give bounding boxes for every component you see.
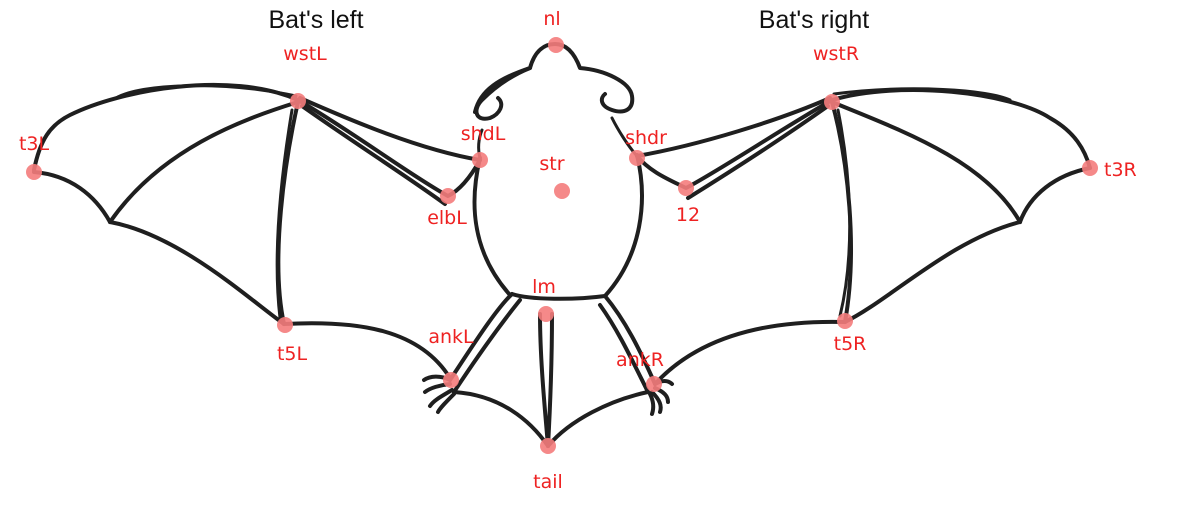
left-digit3: [32, 82, 300, 172]
marker-elbL: [440, 188, 456, 204]
landmark-t5R: t5R: [834, 313, 867, 355]
landmark-t3R: t3R: [1082, 159, 1137, 181]
torso-left-outline: [472, 156, 512, 297]
tail-membrane-left: [452, 390, 550, 448]
marker-shdL: [472, 152, 488, 168]
landmark-tail: tail: [533, 438, 563, 493]
tail-bone: [538, 312, 550, 448]
marker-tail: [540, 438, 556, 454]
marker-t5L: [277, 317, 293, 333]
label-str: str: [539, 153, 564, 175]
torso-right-outline: [603, 153, 644, 298]
head-outline: [473, 42, 635, 114]
right-leg-b: [598, 303, 650, 394]
right-digit3: [830, 88, 1092, 170]
marker-t5R: [837, 313, 853, 329]
right-membrane-tip: [1018, 166, 1092, 224]
bat-outline: [32, 42, 1092, 448]
landmark-wstL: wstL: [283, 43, 327, 109]
tail-bone-b: [546, 312, 554, 448]
landmark-t3L: t3L: [19, 133, 50, 180]
label-ankL: ankL: [428, 326, 474, 348]
right-forearm-bone: [635, 98, 834, 190]
marker-str: [554, 183, 570, 199]
label-lm: lm: [532, 276, 556, 298]
left-ear-outline: [474, 66, 532, 121]
marker-ankL: [443, 372, 459, 388]
label-tail: tail: [533, 471, 563, 493]
landmark-nl: nl: [543, 8, 564, 53]
landmark-shdr: shdr: [625, 127, 667, 166]
label-nl: nl: [543, 8, 560, 30]
label-t5L: t5L: [277, 343, 308, 365]
label-wstL: wstL: [283, 43, 327, 65]
marker-t3R: [1082, 160, 1098, 176]
landmark-lm: lm: [532, 276, 556, 322]
right-digit3-b: [832, 87, 1012, 102]
left-digit4: [108, 100, 300, 224]
left-membrane-tip: [32, 170, 112, 224]
label-t3R: t3R: [1104, 159, 1137, 181]
right-digit5-b: [836, 108, 852, 318]
left-forearm-bone: [296, 98, 482, 198]
marker-shdr: [629, 150, 645, 166]
landmark-str: str: [539, 153, 570, 199]
marker-lm: [538, 306, 554, 322]
landmark-ankL: ankL: [428, 326, 474, 388]
hip-line: [510, 292, 607, 301]
right-membrane-mid: [843, 220, 1022, 324]
right-digit4: [830, 100, 1022, 224]
label-elbR: 12: [676, 204, 700, 226]
landmark-elbR: 12: [676, 180, 700, 226]
right-forearm-bone-b: [686, 104, 830, 200]
left-leg: [448, 292, 514, 382]
landmark-ankR: ankR: [616, 349, 664, 392]
marker-wstL: [290, 93, 306, 109]
left-membrane-mid: [108, 220, 286, 326]
left-digit3-b: [114, 84, 298, 100]
label-shdL: shdL: [461, 123, 506, 145]
marker-ankR: [646, 376, 662, 392]
landmark-shdL: shdL: [461, 123, 506, 168]
left-forearm-bone-b: [300, 104, 447, 206]
label-t5R: t5R: [834, 333, 867, 355]
marker-t3L: [26, 164, 42, 180]
landmark-t5L: t5L: [277, 317, 308, 365]
right-leg: [603, 294, 657, 386]
label-wstR: wstR: [813, 43, 859, 65]
label-shdr: shdr: [625, 127, 667, 149]
marker-nl: [548, 37, 564, 53]
heading-bats-right: Bat's right: [759, 6, 869, 34]
left-leg-b: [452, 298, 522, 394]
heading-bats-left: Bat's left: [268, 6, 363, 34]
left-arm-bone: [298, 96, 482, 162]
left-membrane-rear: [282, 321, 452, 380]
label-t3L: t3L: [19, 133, 50, 155]
label-elbL: elbL: [427, 207, 467, 229]
landmark-wstR: wstR: [813, 43, 859, 110]
right-arm-bone: [635, 96, 832, 158]
marker-elbR: [678, 180, 694, 196]
tail-membrane-right: [546, 390, 650, 448]
label-ankR: ankR: [616, 349, 664, 371]
left-digit5: [276, 100, 300, 326]
right-membrane-rear: [653, 319, 847, 386]
left-digit5-b: [275, 108, 294, 320]
marker-wstR: [824, 94, 840, 110]
landmark-elbL: elbL: [427, 188, 467, 229]
